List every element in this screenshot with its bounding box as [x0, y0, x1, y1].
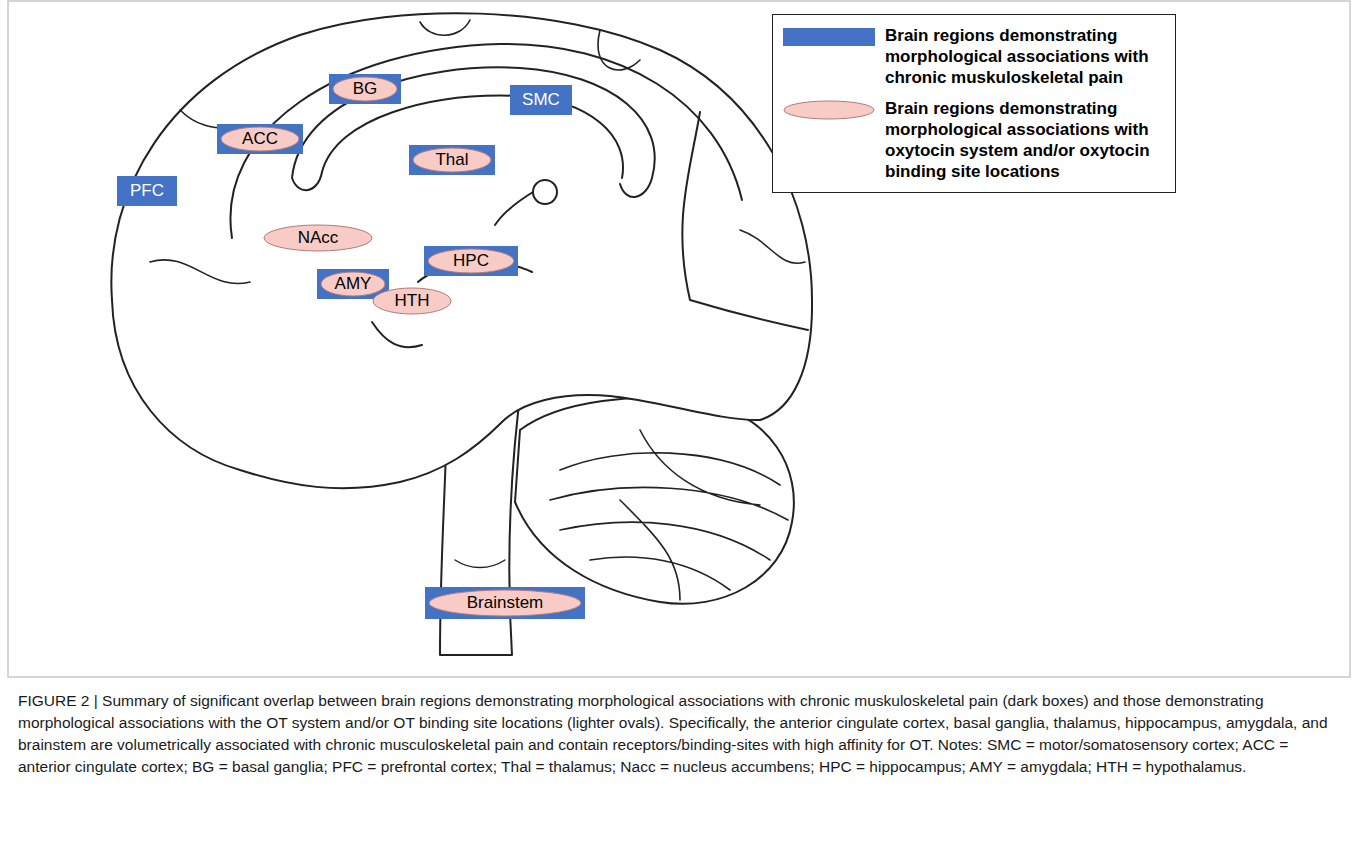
oval-fill: [321, 272, 385, 296]
region-label: NAcc: [298, 228, 339, 248]
region-label: AMY: [335, 274, 372, 294]
swatch-shape: [783, 27, 875, 47]
cingulate-sulcus: [230, 44, 742, 238]
region-box-oval: Brainstem: [425, 587, 585, 619]
region-box: PFC: [117, 176, 177, 206]
oval-fill: [264, 225, 372, 251]
region-label: HPC: [453, 251, 489, 271]
region-box-oval: Thal: [409, 145, 495, 175]
region-label: BG: [353, 79, 378, 99]
oval-fill: [428, 249, 514, 273]
region-label: Brainstem: [467, 593, 544, 613]
oval-fill: [221, 127, 299, 151]
oval-fill: [413, 148, 491, 172]
legend-swatch: [783, 27, 875, 47]
swatch-ellipse: [784, 101, 874, 119]
oval-fill: [373, 288, 451, 314]
region-oval: NAcc: [263, 224, 373, 252]
swatch-shape: [783, 100, 875, 120]
legend-text: Brain regions demonstrating morphologica…: [885, 25, 1167, 88]
legend-swatch: [783, 100, 875, 120]
corpus-callosum: [292, 67, 655, 197]
region-box: SMC: [510, 85, 572, 115]
gyri-lines: [150, 20, 805, 284]
legend-row: Brain regions demonstrating morphologica…: [783, 25, 1167, 88]
legend-row: Brain regions demonstrating morphologica…: [783, 98, 1167, 182]
region-label: ACC: [242, 129, 278, 149]
oval-fill: [429, 590, 581, 616]
region-label: HTH: [395, 291, 430, 311]
cerebellum: [515, 398, 794, 604]
oval-fill: [333, 77, 397, 101]
swatch-rect: [783, 28, 875, 46]
legend-box: Brain regions demonstrating morphologica…: [772, 14, 1176, 193]
legend-text: Brain regions demonstrating morphologica…: [885, 98, 1167, 182]
region-label: SMC: [522, 90, 560, 110]
pineal-loop: [533, 180, 557, 204]
figure-frame: [8, 1, 1350, 677]
fornix-line: [495, 192, 533, 225]
region-box-oval: BG: [329, 74, 401, 104]
region-oval: HTH: [372, 287, 452, 315]
optic-line: [372, 322, 422, 347]
cerebrum-outline: [111, 13, 812, 488]
region-label: PFC: [130, 181, 164, 201]
figure-caption: FIGURE 2 | Summary of significant overla…: [18, 690, 1340, 778]
region-label: Thal: [435, 150, 468, 170]
region-box-oval: HPC: [424, 246, 518, 276]
cerebellum-folia: [550, 430, 788, 600]
region-box-oval: ACC: [217, 124, 303, 154]
